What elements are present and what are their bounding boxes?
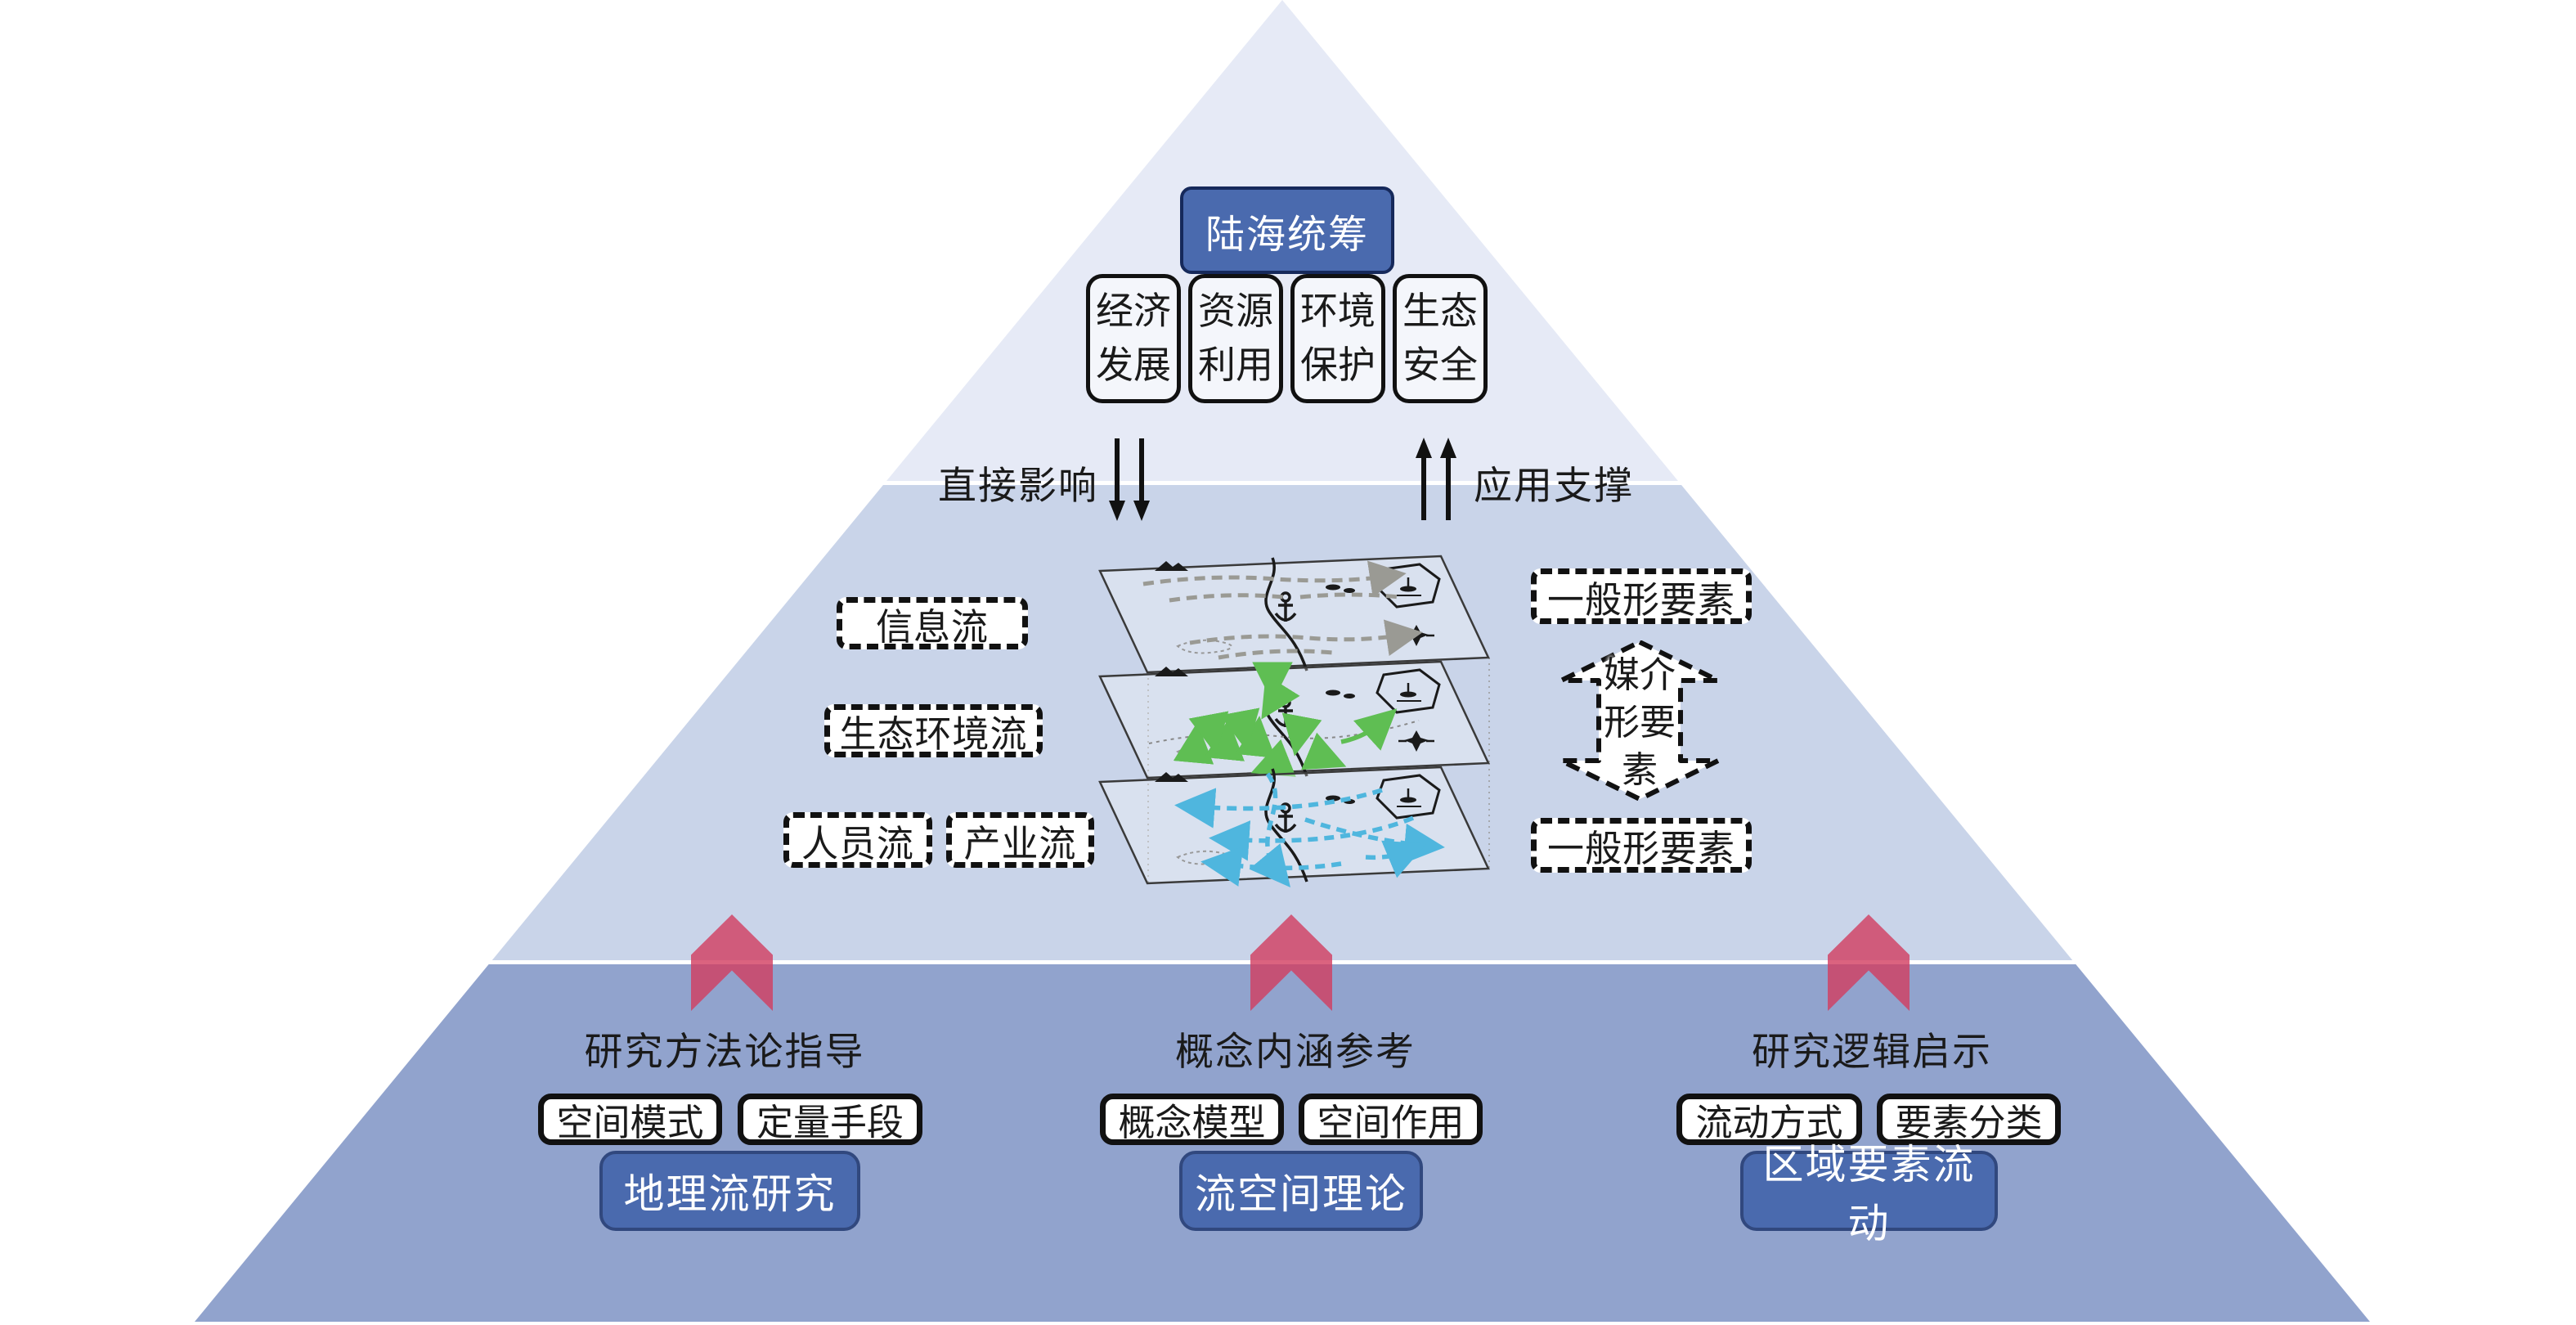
method-box-element-classification: 要素分类 <box>1877 1094 2061 1145</box>
map-layer-ecological <box>1098 660 1490 779</box>
flow-box-eco-environment: 生态环境流 <box>824 704 1043 757</box>
theory-box-regional-element-flow: 区域要素流动 <box>1740 1142 1998 1246</box>
column-label-methodology: 研究方法论指导 <box>584 1031 865 1074</box>
method-box-quantitative-means: 定量手段 <box>738 1094 922 1145</box>
element-box-general-top: 一般形要素 <box>1531 568 1752 624</box>
flow-box-information: 信息流 <box>837 597 1028 649</box>
element-box-general-bottom: 一般形要素 <box>1531 818 1752 873</box>
media-element-double-arrow-icon <box>1560 640 1720 801</box>
pillar-box-row: 经济发展 资源利用 环境保护 生态安全 <box>1086 274 1488 403</box>
double-down-arrows-icon <box>1109 438 1150 521</box>
flow-box-personnel: 人员流 <box>783 812 932 868</box>
pillar-box-environment: 环境保护 <box>1290 274 1385 403</box>
flow-box-industry: 产业流 <box>946 812 1094 868</box>
column-label-concept: 概念内涵参考 <box>1175 1031 1416 1074</box>
pillar-box-economy: 经济发展 <box>1086 274 1181 403</box>
theory-box-space-of-flows: 流空间理论 <box>1179 1151 1423 1231</box>
method-box-spatial-pattern: 空间模式 <box>538 1094 722 1145</box>
pyramid-band-bottom <box>195 964 2370 1322</box>
direct-impact-label: 直接影响 <box>938 465 1098 508</box>
method-box-flow-mode: 流动方式 <box>1676 1094 1862 1145</box>
application-support-label: 应用支撑 <box>1474 465 1634 508</box>
peak-box-land-sea-coordination: 陆海统筹 <box>1180 186 1394 274</box>
method-box-spatial-interaction: 空间作用 <box>1299 1094 1483 1145</box>
double-up-arrows-icon <box>1416 438 1456 520</box>
element-label-media: 媒介形要素 <box>1604 655 1676 790</box>
column-label-logic: 研究逻辑启示 <box>1752 1031 1992 1074</box>
method-box-conceptual-model: 概念模型 <box>1100 1094 1284 1145</box>
pillar-box-resources: 资源利用 <box>1188 274 1283 403</box>
layered-map-illustration <box>1098 555 1490 887</box>
theory-box-geographical-flow: 地理流研究 <box>599 1151 860 1231</box>
map-layer-information <box>1098 555 1490 674</box>
pillar-box-ecology: 生态安全 <box>1393 274 1488 403</box>
map-layer-personnel-industry <box>1098 766 1490 887</box>
